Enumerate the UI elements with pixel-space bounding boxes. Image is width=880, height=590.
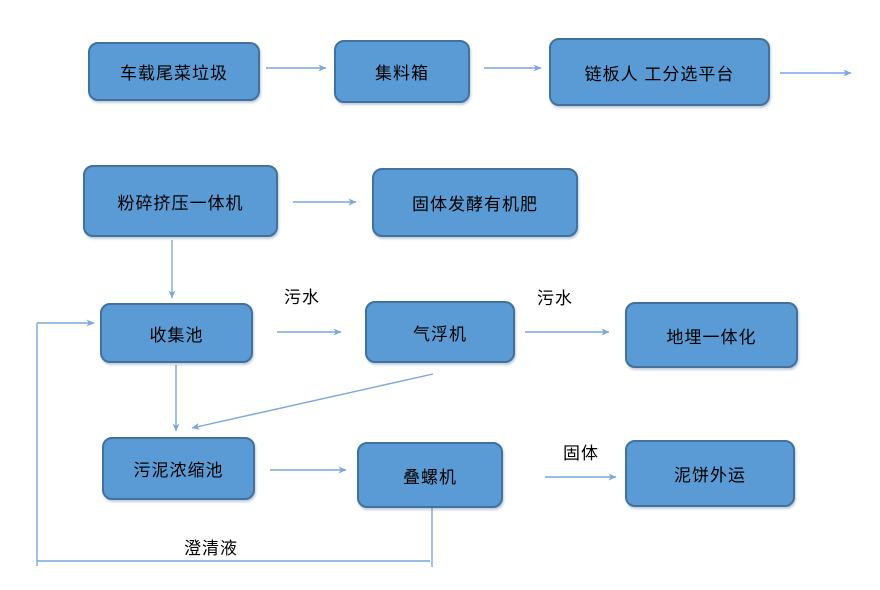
node-mudcake-transport: 泥饼外运 (625, 440, 795, 507)
node-collection-pool: 收集池 (100, 303, 253, 363)
node-sorting-platform: 链板人 工分选平台 (549, 38, 770, 106)
node-collection-bin: 集料箱 (334, 40, 470, 103)
edge-flotation-to-sludge-pool (191, 373, 434, 430)
solid-label: 固体 (563, 444, 599, 463)
sewage-label-2: 污水 (537, 289, 573, 308)
node-screw-press: 叠螺机 (357, 442, 503, 508)
node-crusher-press: 粉碎挤压一体机 (83, 165, 278, 237)
node-sludge-thickening-pool: 污泥浓缩池 (102, 437, 255, 500)
node-solid-fertilizer: 固体发酵有机肥 (372, 168, 578, 237)
sewage-label-1: 污水 (284, 288, 320, 307)
clarified-liquid-label: 澄清液 (184, 539, 238, 558)
node-flotation-machine: 气浮机 (365, 301, 515, 363)
node-vehicle-waste: 车载尾菜垃圾 (88, 42, 260, 101)
node-buried-integrated: 地埋一体化 (625, 302, 798, 368)
